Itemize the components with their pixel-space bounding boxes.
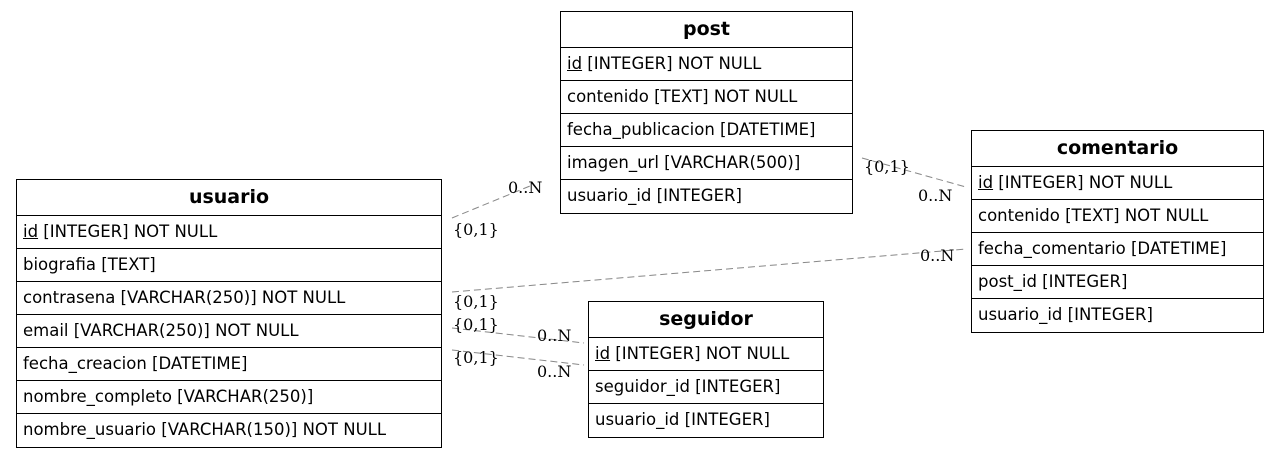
cardinality-to: 0..N [537,362,571,381]
cardinality-to: 0..N [537,326,571,345]
relation-usuario-post: {0,1} 0..N [451,178,542,239]
field-row: contenido [TEXT] NOT NULL [561,81,852,114]
cardinality-from: {0,1} [864,157,910,176]
relation-usuario-seguidor-1: {0,1} 0..N [451,315,585,345]
field-row: contenido [TEXT] NOT NULL [972,200,1263,233]
field-text: nombre_usuario [VARCHAR(150)] NOT NULL [23,420,387,439]
primary-key: id [595,344,611,363]
field-text: usuario_id [INTEGER] [978,305,1153,324]
cardinality-from: {0,1} [453,220,499,239]
field-text: [INTEGER] NOT NULL [582,54,762,73]
relation-usuario-comentario: {0,1} 0..N [451,246,967,311]
relation-usuario-seguidor-2: {0,1} 0..N [451,348,585,381]
primary-key: id [567,54,583,73]
entity-title: seguidor [589,302,823,338]
field-text: usuario_id [INTEGER] [567,186,742,205]
field-row: id [INTEGER] NOT NULL [561,48,852,81]
field-row: usuario_id [INTEGER] [589,404,823,437]
field-row: imagen_url [VARCHAR(500)] [561,147,852,180]
field-text: email [VARCHAR(250)] NOT NULL [23,321,299,340]
field-row: biografia [TEXT] [17,249,441,282]
field-row: id [INTEGER] NOT NULL [17,216,441,249]
field-row: fecha_creacion [DATETIME] [17,348,441,381]
field-row: nombre_completo [VARCHAR(250)] [17,381,441,414]
entity-seguidor: seguidor id [INTEGER] NOT NULL seguidor_… [588,301,824,438]
field-row: nombre_usuario [VARCHAR(150)] NOT NULL [17,414,441,447]
field-text: [INTEGER] NOT NULL [38,222,218,241]
primary-key: id [23,222,39,241]
entity-title: post [561,12,852,48]
field-row: post_id [INTEGER] [972,266,1263,299]
field-text: post_id [INTEGER] [978,272,1128,291]
entity-comentario: comentario id [INTEGER] NOT NULL conteni… [971,130,1264,333]
field-text: fecha_creacion [DATETIME] [23,354,248,373]
field-text: contrasena [VARCHAR(250)] NOT NULL [23,288,346,307]
entity-usuario: usuario id [INTEGER] NOT NULL biografia … [16,179,442,448]
field-text: imagen_url [VARCHAR(500)] [567,153,801,172]
cardinality-to: 0..N [508,178,542,197]
field-text: [INTEGER] NOT NULL [610,344,790,363]
cardinality-to: 0..N [920,246,954,265]
field-row: fecha_comentario [DATETIME] [972,233,1263,266]
entity-post: post id [INTEGER] NOT NULL contenido [TE… [560,11,853,214]
field-text: fecha_comentario [DATETIME] [978,239,1227,258]
field-text: biografia [TEXT] [23,255,156,274]
cardinality-to: 0..N [918,186,952,205]
cardinality-from: {0,1} [453,348,499,367]
field-row: fecha_publicacion [DATETIME] [561,114,852,147]
field-text: fecha_publicacion [DATETIME] [567,120,816,139]
primary-key: id [978,173,994,192]
field-text: contenido [TEXT] NOT NULL [978,206,1209,225]
field-text: [INTEGER] NOT NULL [993,173,1173,192]
field-row: contrasena [VARCHAR(250)] NOT NULL [17,282,441,315]
field-row: id [INTEGER] NOT NULL [972,167,1263,200]
field-text: usuario_id [INTEGER] [595,410,770,429]
field-text: seguidor_id [INTEGER] [595,377,781,396]
field-row: id [INTEGER] NOT NULL [589,338,823,371]
field-text: contenido [TEXT] NOT NULL [567,87,798,106]
field-text: nombre_completo [VARCHAR(250)] [23,387,314,406]
field-row: email [VARCHAR(250)] NOT NULL [17,315,441,348]
entity-title: comentario [972,131,1263,167]
entity-title: usuario [17,180,441,216]
cardinality-from: {0,1} [453,292,499,311]
field-row: usuario_id [INTEGER] [972,299,1263,332]
relation-post-comentario: {0,1} 0..N [861,157,967,205]
cardinality-from: {0,1} [453,315,499,334]
field-row: seguidor_id [INTEGER] [589,371,823,404]
field-row: usuario_id [INTEGER] [561,180,852,213]
